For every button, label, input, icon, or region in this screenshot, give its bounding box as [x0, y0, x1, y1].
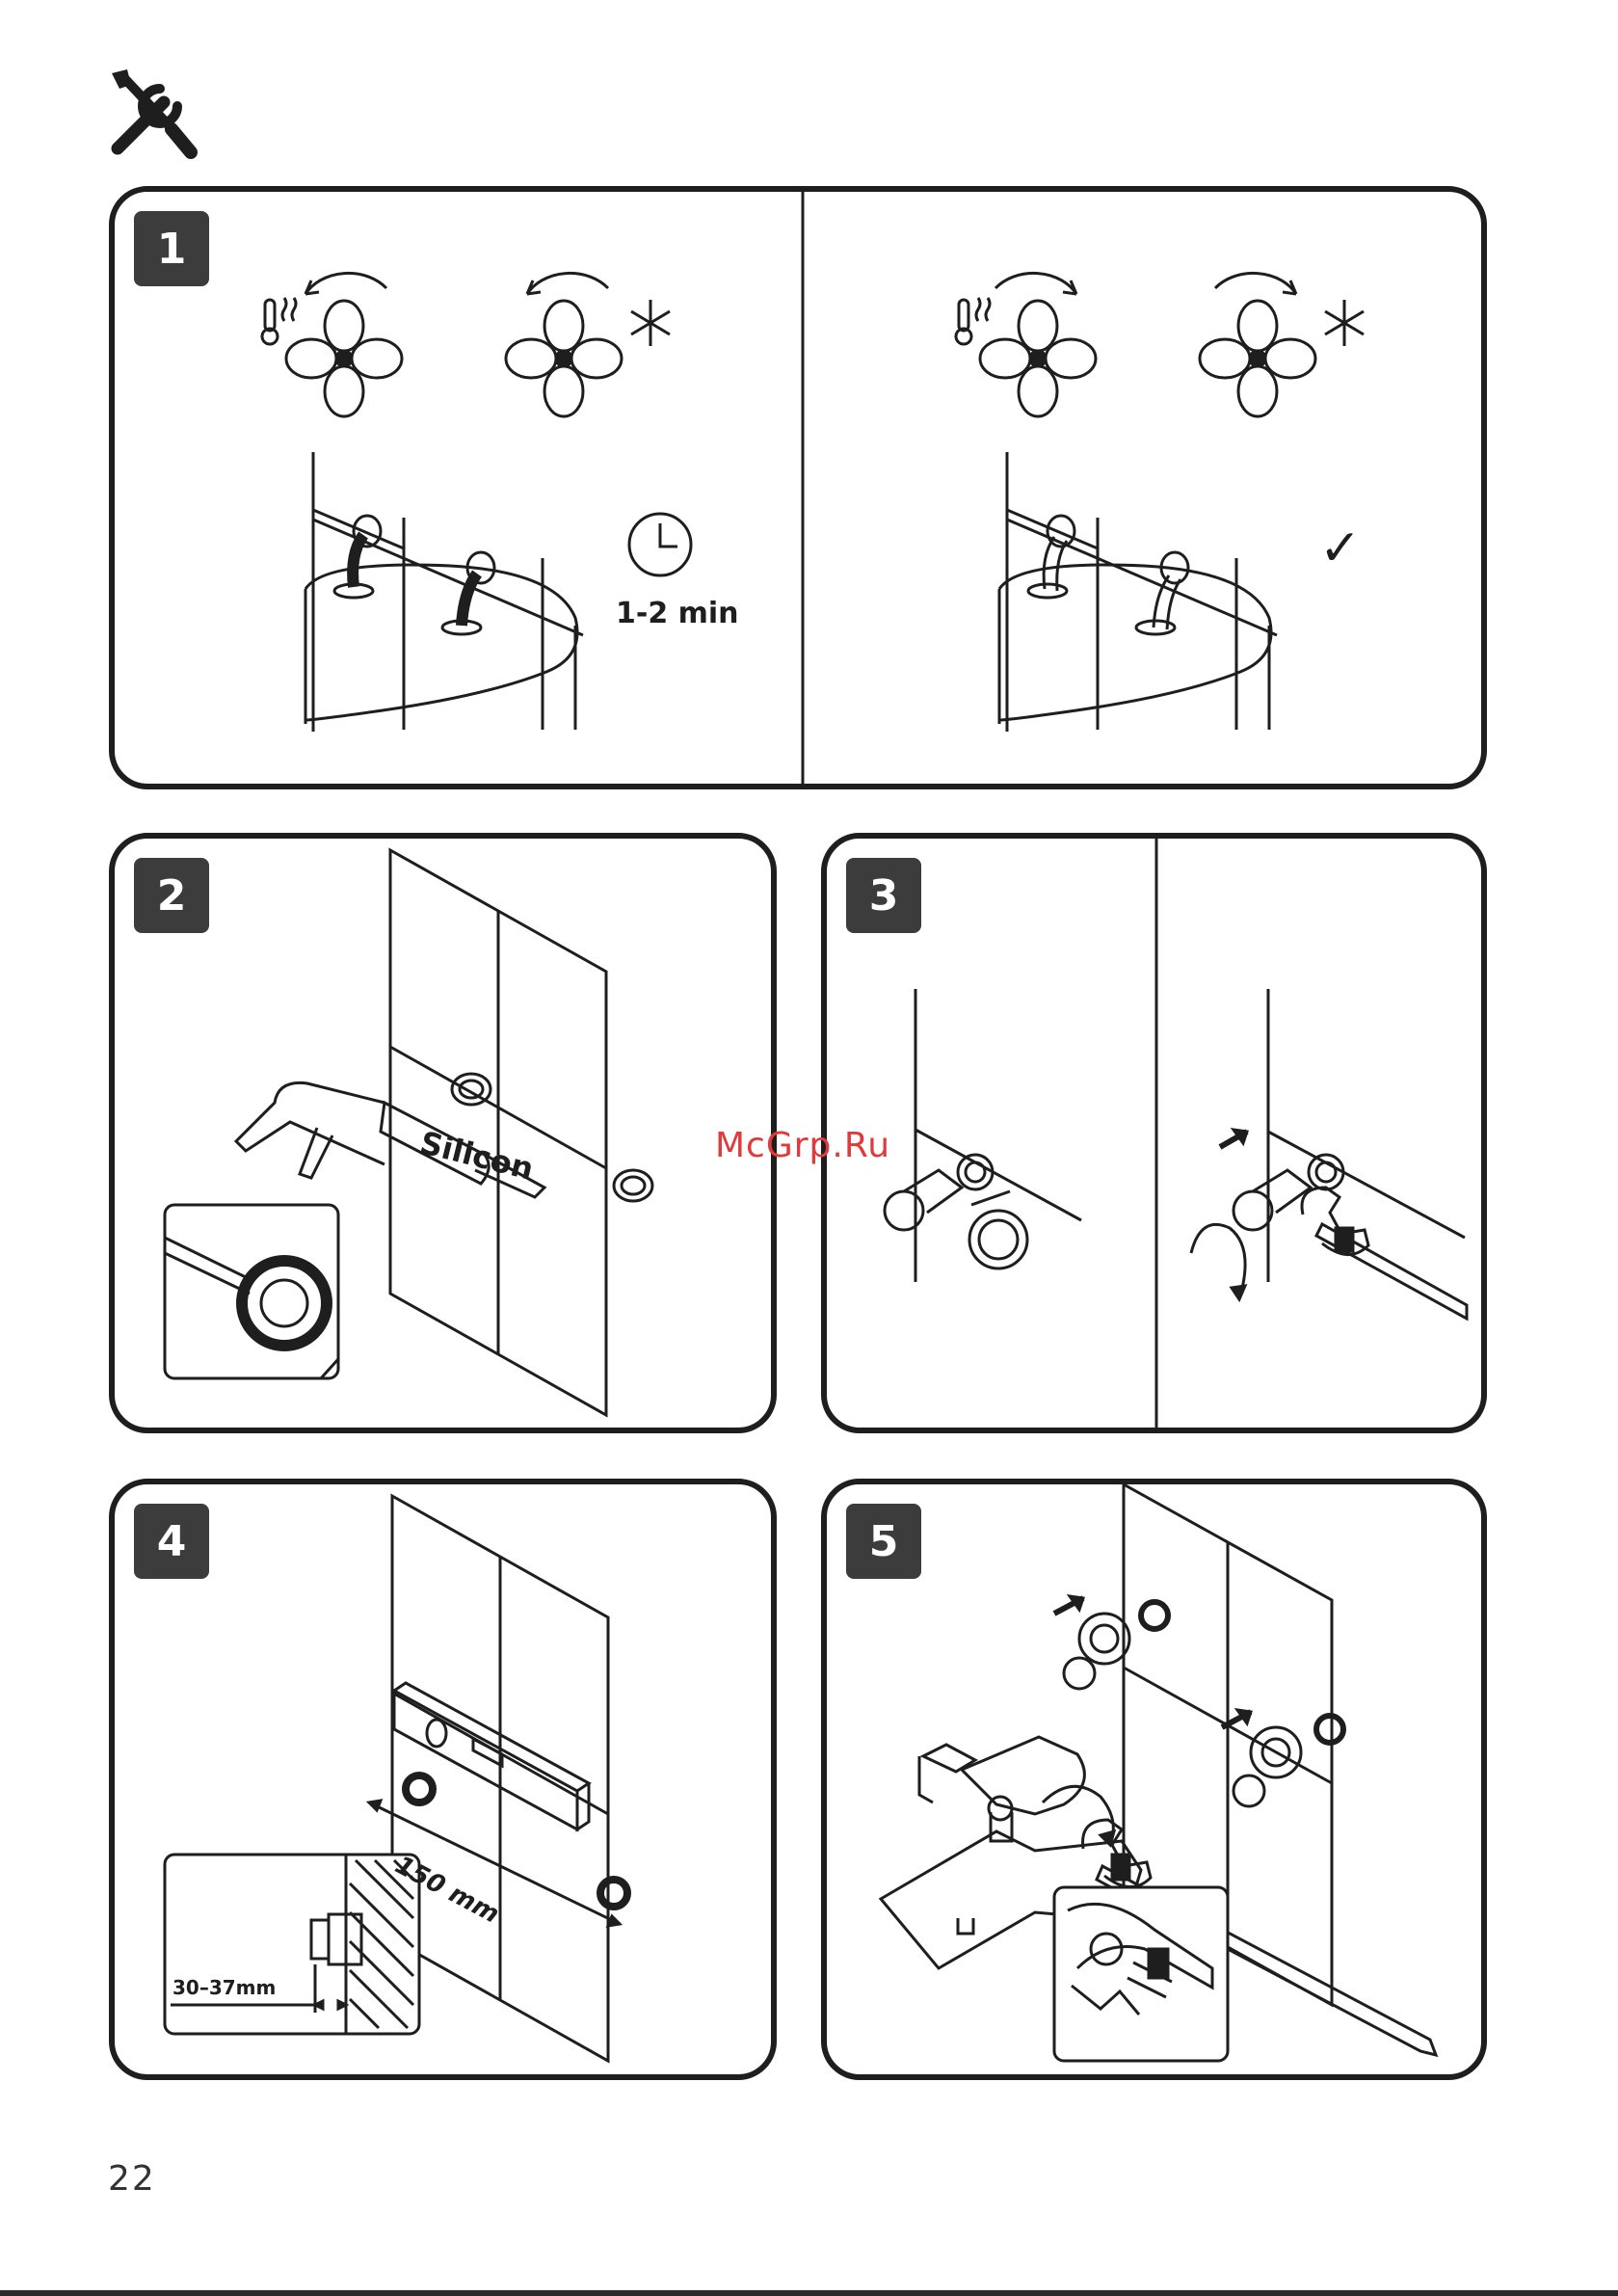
arrow-push-icon [1054, 1596, 1251, 1727]
snowflake-icon [631, 300, 670, 346]
wrench-icon [1302, 1188, 1467, 1319]
snowflake-icon-2 [1325, 300, 1364, 346]
depth-label: 30–37mm [172, 1976, 276, 1999]
bottom-rule [0, 2290, 1618, 2296]
clock-icon [629, 514, 691, 575]
spirit-level [394, 1683, 589, 1829]
check-mark: ✓ [1319, 520, 1362, 577]
page-number: 22 [108, 2159, 156, 2199]
thermometer-icon [262, 298, 296, 344]
covers-and-gaskets [1064, 1602, 1343, 1806]
cold-fan-icon-2 [1200, 273, 1315, 416]
arrow-push-icon [1220, 1130, 1247, 1147]
step-3-panel: 3 [821, 833, 1487, 1433]
depth-inset [165, 1855, 419, 2034]
eccentric-and-cover [885, 989, 1081, 1282]
time-label: 1-2 min [616, 597, 760, 630]
hot-fan-icon-2 [980, 273, 1096, 416]
thermometer-icon-2 [956, 298, 990, 344]
step-4-panel: 4 [109, 1479, 777, 2080]
step-1-panel: 1 [109, 186, 1487, 789]
cold-fan-icon [506, 273, 622, 416]
tools-icon [104, 64, 200, 160]
watermark: McGrp.Ru [715, 1126, 890, 1165]
step-5-panel: 5 [821, 1479, 1487, 2080]
basin-dirty-pipes [305, 452, 583, 732]
hot-fan-icon [286, 273, 402, 416]
wrench-detail-inset [1054, 1887, 1228, 2061]
basin-clean-pipes [999, 452, 1277, 732]
step-2-panel: 2 Silicon [109, 833, 777, 1433]
detail-inset [165, 1205, 338, 1378]
rotate-arrow-icon [1191, 1224, 1245, 1299]
rotate-arrow-icon [1043, 1786, 1114, 1845]
